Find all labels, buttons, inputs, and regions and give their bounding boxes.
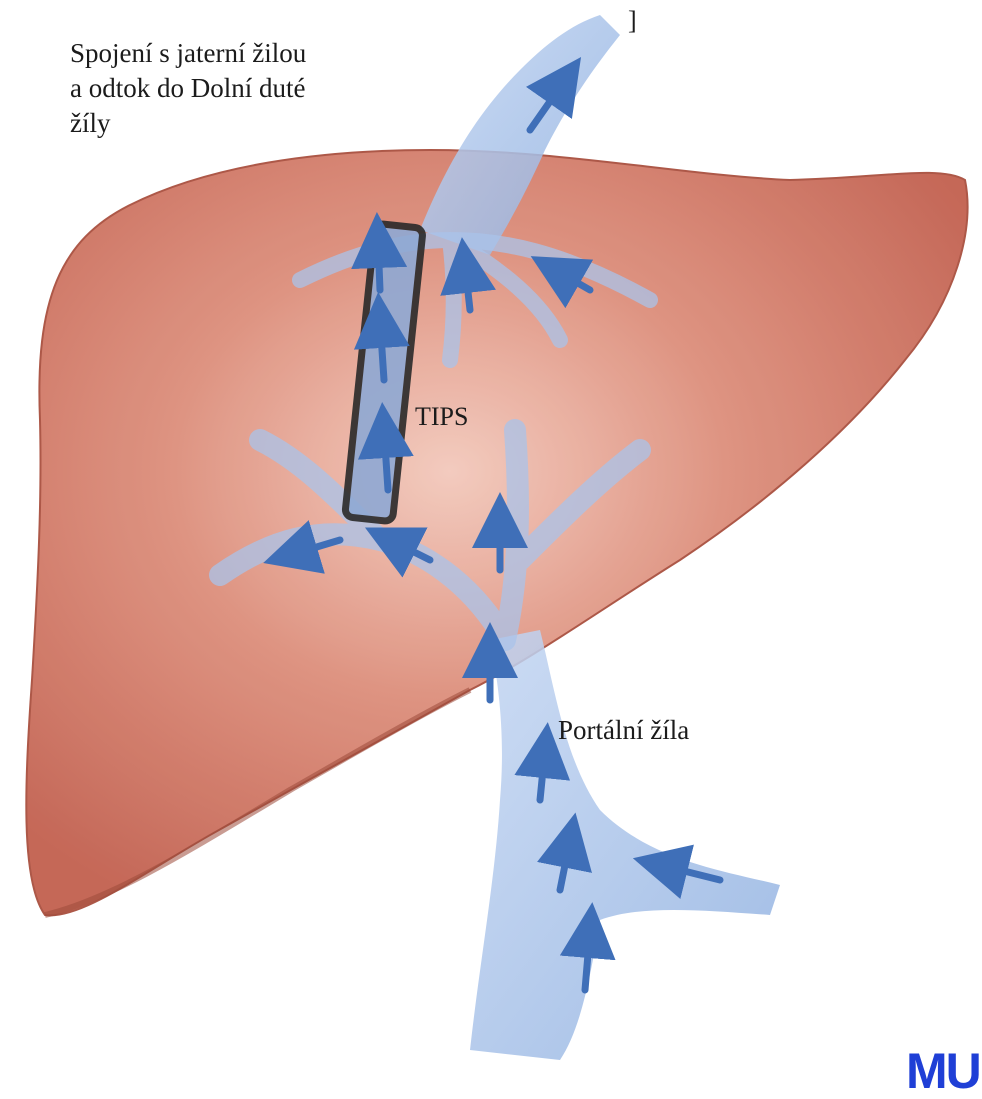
flow-arrow-icon — [380, 320, 384, 380]
portal-vein-label: Portální žíla — [558, 713, 689, 748]
flow-arrow-icon — [540, 750, 545, 800]
flow-arrow-icon — [384, 430, 388, 490]
flow-arrow-icon — [465, 265, 470, 310]
flow-arrow-icon — [585, 930, 590, 990]
hepatic-vein-label: Spojení s jaterní žilou a odtok do Dolní… — [70, 36, 430, 141]
tips-liver-illustration — [0, 0, 982, 1075]
watermark-logo: MU — [906, 1046, 980, 1096]
bracket-mark: ] — [628, 4, 637, 38]
tips-label: TIPS — [415, 400, 468, 434]
flow-arrow-icon — [378, 240, 380, 290]
portal-vein — [470, 630, 780, 1060]
